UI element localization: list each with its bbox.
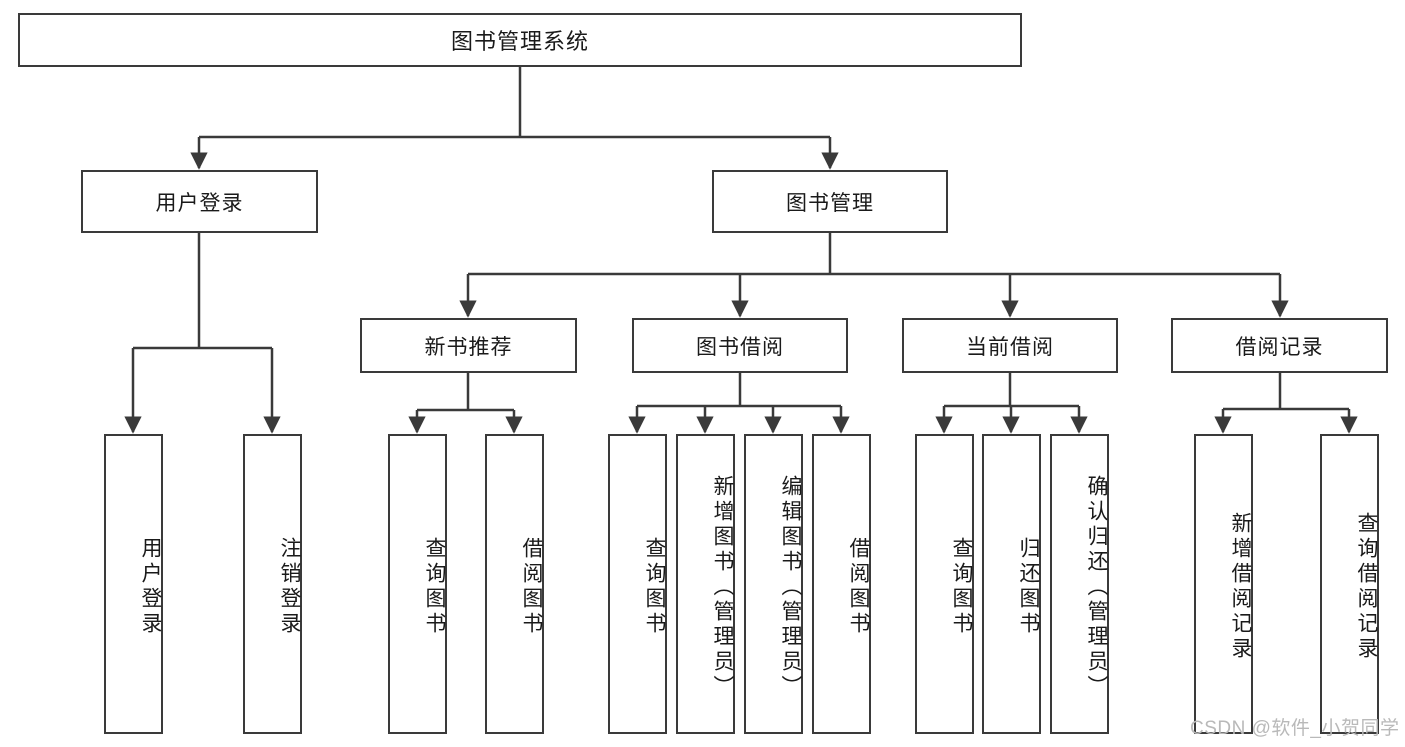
- node-label: 图书管理系统: [450, 29, 589, 54]
- node-label: 图书管理: [786, 191, 874, 215]
- leaf-new-book-borrow[interactable]: 借阅图书: [485, 434, 544, 734]
- leaf-user-login-logout[interactable]: 注销登录: [243, 434, 302, 734]
- leaf-current-borrow-confirm-return[interactable]: 确认归还（管理员）: [1050, 434, 1109, 734]
- node-label: 借阅图书: [847, 537, 870, 637]
- node-borrow-record[interactable]: 借阅记录: [1171, 318, 1388, 373]
- node-book-borrow[interactable]: 图书借阅: [632, 318, 848, 373]
- node-label: 当前借阅: [966, 335, 1054, 359]
- node-label: 借阅记录: [1235, 335, 1324, 359]
- node-label: 查询图书: [950, 537, 973, 637]
- leaf-current-borrow-query[interactable]: 查询图书: [915, 434, 974, 734]
- node-label: 查询图书: [423, 537, 446, 637]
- node-current-borrow[interactable]: 当前借阅: [902, 318, 1118, 373]
- leaf-book-borrow-query[interactable]: 查询图书: [608, 434, 667, 734]
- leaf-borrow-record-add[interactable]: 新增借阅记录: [1194, 434, 1253, 734]
- node-user-login[interactable]: 用户登录: [81, 170, 318, 233]
- node-new-book-recommend[interactable]: 新书推荐: [360, 318, 577, 373]
- node-label: 用户登录: [155, 191, 244, 215]
- node-label: 新增图书（管理员）: [711, 474, 734, 700]
- leaf-book-borrow-add[interactable]: 新增图书（管理员）: [676, 434, 735, 734]
- node-label: 查询图书: [643, 537, 666, 637]
- node-label: 注销登录: [278, 537, 301, 637]
- leaf-borrow-record-query[interactable]: 查询借阅记录: [1320, 434, 1379, 734]
- node-label: 新书推荐: [424, 335, 513, 359]
- node-label: 归还图书: [1017, 537, 1040, 637]
- watermark: CSDN @软件_小贺同学: [1190, 718, 1400, 739]
- node-label: 编辑图书（管理员）: [779, 474, 802, 700]
- leaf-book-borrow-edit[interactable]: 编辑图书（管理员）: [744, 434, 803, 734]
- leaf-user-login-login[interactable]: 用户登录: [104, 434, 163, 734]
- node-label: 查询借阅记录: [1355, 512, 1378, 662]
- node-label: 用户登录: [139, 537, 162, 637]
- node-label: 借阅图书: [520, 537, 543, 637]
- node-book-management[interactable]: 图书管理: [712, 170, 948, 233]
- leaf-book-borrow-borrow[interactable]: 借阅图书: [812, 434, 871, 734]
- node-label: 新增借阅记录: [1229, 512, 1252, 662]
- node-root-system[interactable]: 图书管理系统: [18, 13, 1022, 67]
- leaf-new-book-query[interactable]: 查询图书: [388, 434, 447, 734]
- node-label: 图书借阅: [696, 335, 784, 359]
- node-label: 确认归还（管理员）: [1085, 474, 1108, 700]
- leaf-current-borrow-return[interactable]: 归还图书: [982, 434, 1041, 734]
